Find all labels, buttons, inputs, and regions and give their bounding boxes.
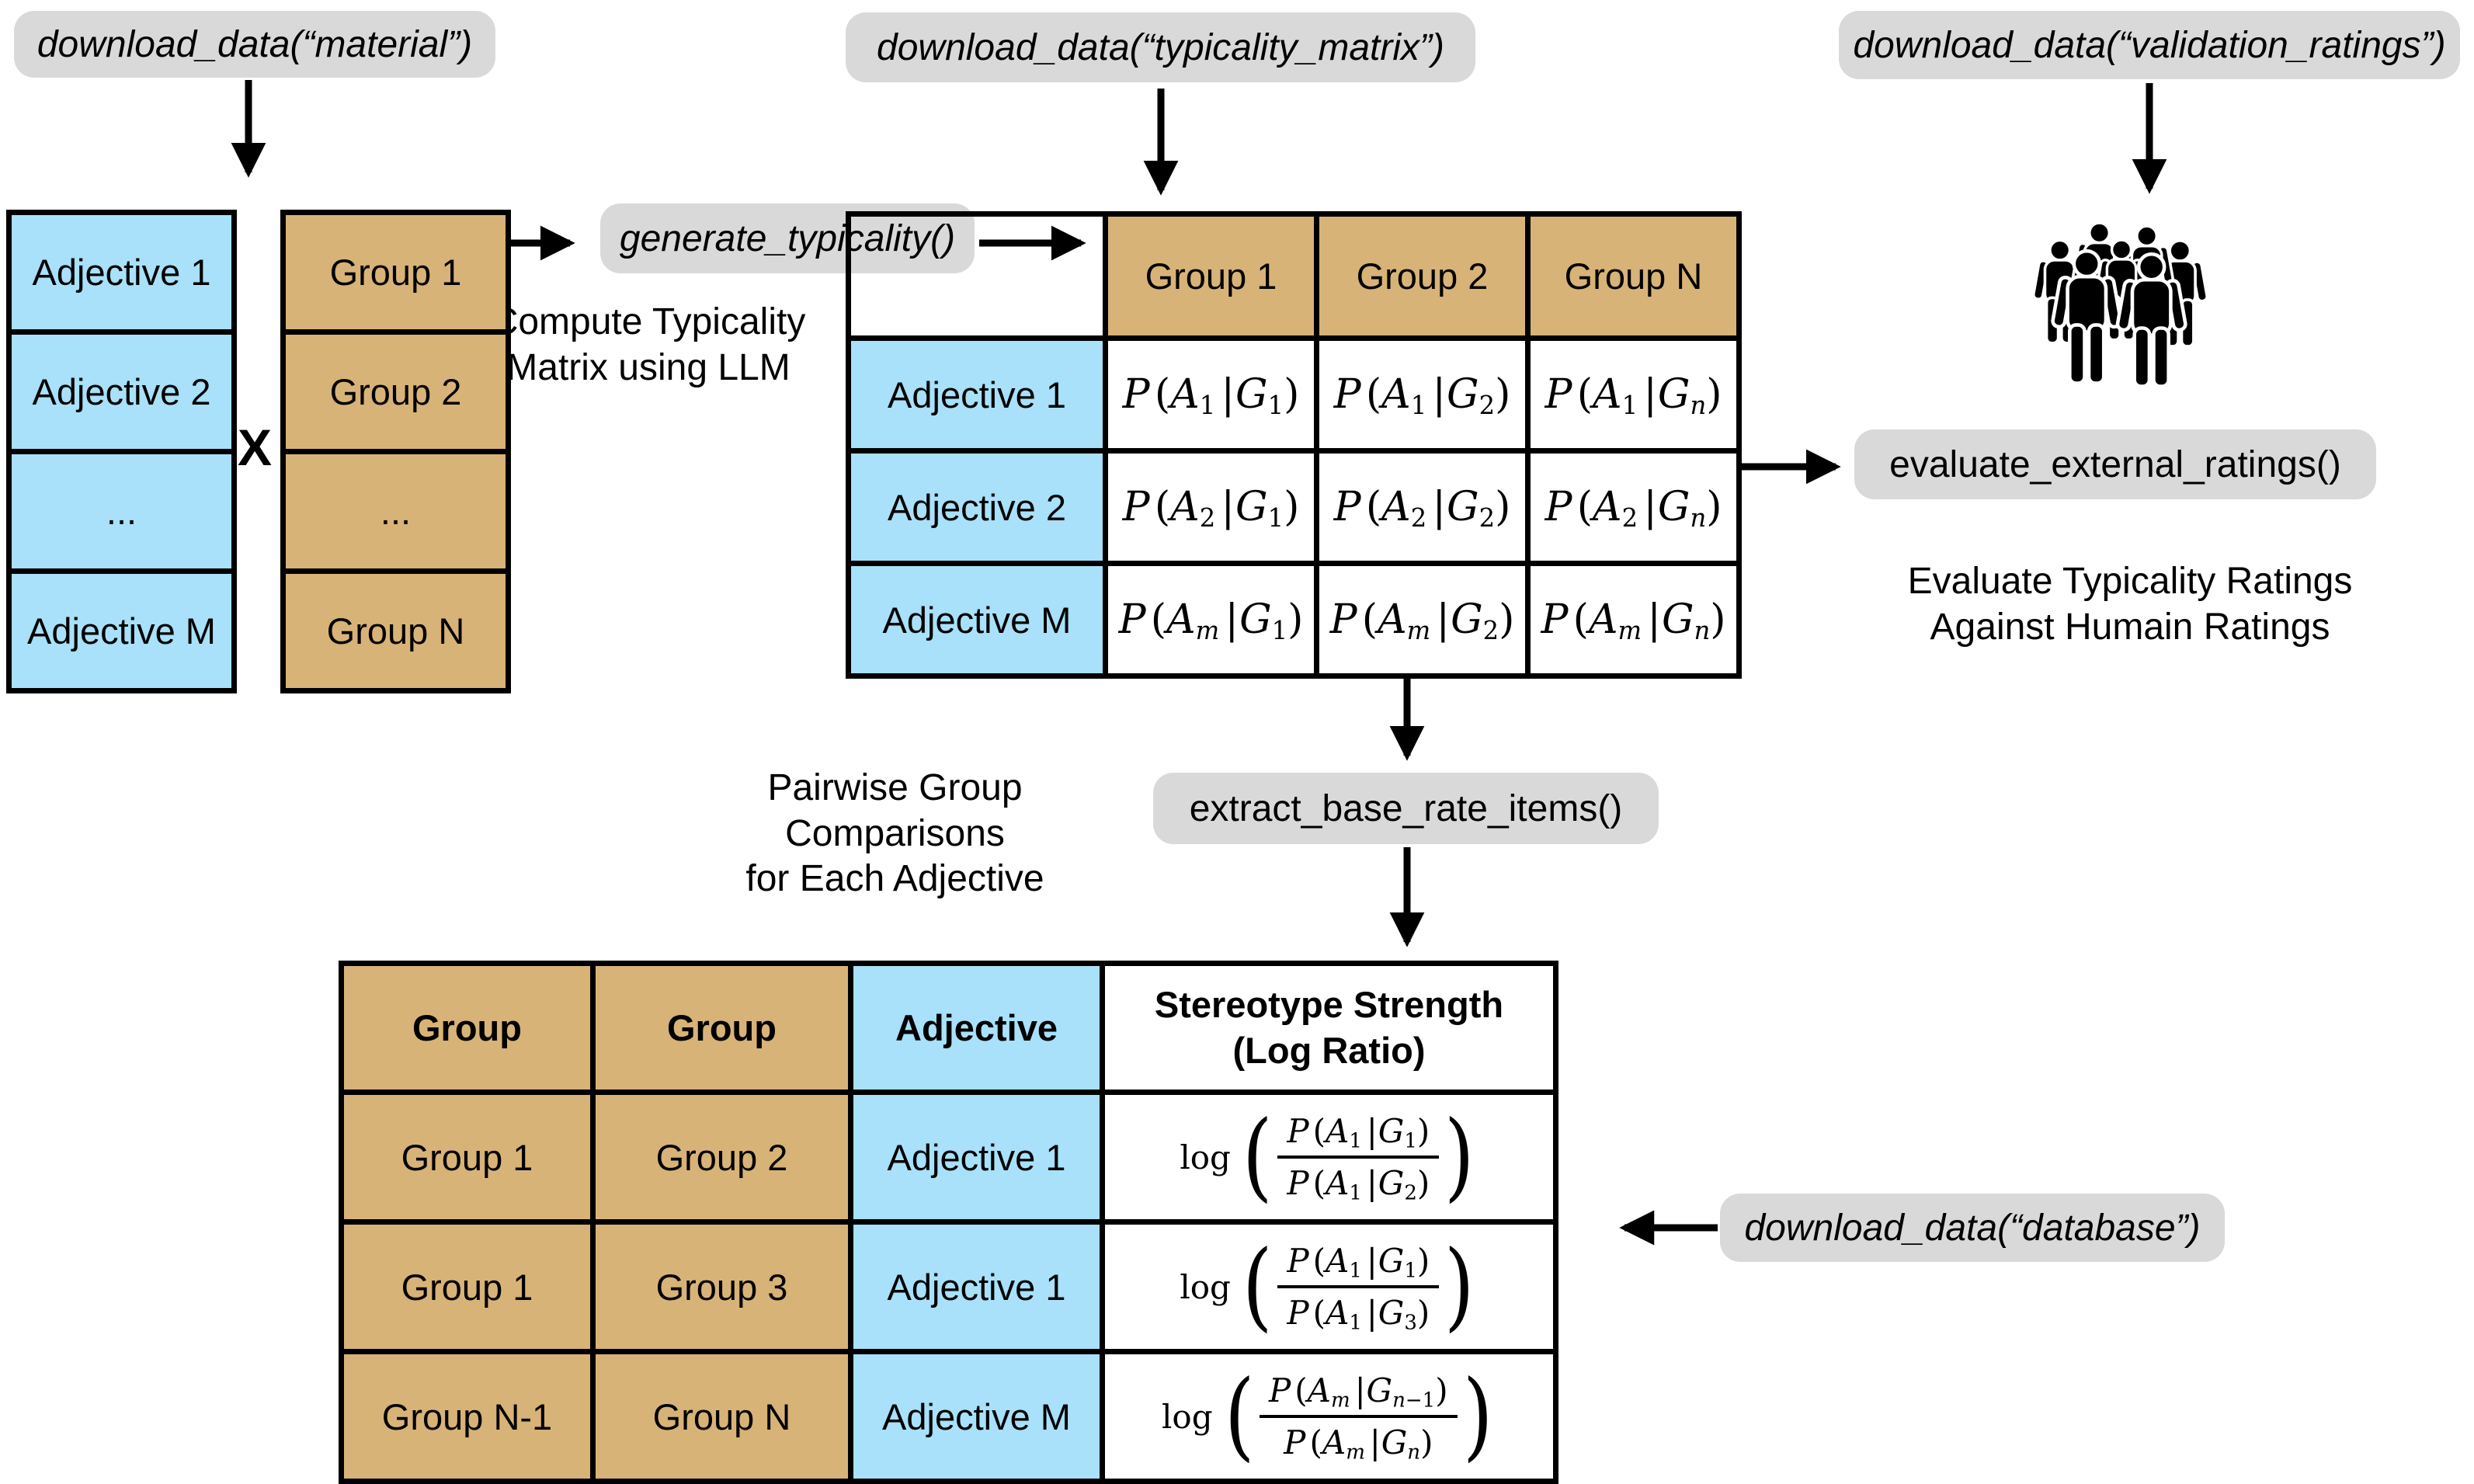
group-list-cell: Group 2 [280, 329, 511, 454]
note-line: Evaluate Typicality Ratings [1907, 561, 2353, 602]
base-cell-group-1: Group 1 [339, 1090, 596, 1225]
evaluate-ratings-note: Evaluate Typicality Ratings Against Huma… [1862, 559, 2398, 650]
adjective-list-cell: Adjective 1 [6, 210, 237, 335]
matrix-probability-cell: P(A2|G1) [1103, 448, 1319, 566]
adjective-list-cell: Adjective 2 [6, 329, 237, 454]
crowd-people-icon [2031, 221, 2209, 388]
note-line: Pairwise Group Comparisons [767, 767, 1023, 854]
matrix-col-header: Group 2 [1314, 211, 1531, 341]
base-cell-adjective: Adjective M [848, 1349, 1105, 1484]
matrix-row-header: Adjective 2 [846, 448, 1108, 566]
base-cell-log-ratio: log(P(A1|G1)P(A1|G2)) [1100, 1090, 1558, 1225]
pairwise-comparisons-note: Pairwise Group Comparisons for Each Adje… [656, 766, 1134, 902]
adjective-list-cell: ... [6, 449, 237, 574]
note-line: Against Humain Ratings [1930, 606, 2330, 648]
pill-download-data-material: download_data(“material”) [14, 11, 495, 78]
pill-download-data-typicality-matrix: download_data(“typicality_matrix”) [846, 12, 1475, 82]
note-line: Compute Typicality [491, 301, 806, 342]
note-line: Matrix using LLM [506, 346, 790, 388]
cartesian-product-x: X [237, 419, 273, 476]
matrix-probability-cell: P(A1|G1) [1103, 335, 1319, 454]
matrix-col-header: Group 1 [1103, 211, 1319, 341]
base-cell-group-2: Group N [590, 1349, 853, 1484]
matrix-probability-cell: P(A2|Gn) [1525, 448, 1742, 566]
pill-evaluate-external-ratings: evaluate_external_ratings() [1854, 429, 2376, 499]
matrix-probability-cell: P(Am|G1) [1103, 561, 1319, 679]
base-header-strength: Stereotype Strength(Log Ratio) [1100, 961, 1558, 1095]
base-cell-adjective: Adjective 1 [848, 1090, 1105, 1225]
base-cell-log-ratio: log(P(Am|Gn−1)P(Am|Gn)) [1100, 1349, 1558, 1484]
base-header-group-2: Group [590, 961, 853, 1095]
base-cell-group-1: Group N-1 [339, 1349, 596, 1484]
note-line: for Each Adjective [745, 858, 1044, 900]
matrix-probability-cell: P(Am|G2) [1314, 561, 1531, 679]
group-list-cell: ... [280, 449, 511, 574]
matrix-corner [846, 211, 1108, 341]
base-cell-group-2: Group 2 [590, 1090, 853, 1225]
matrix-row-header: Adjective 1 [846, 335, 1108, 454]
base-cell-group-1: Group 1 [339, 1219, 596, 1354]
group-list-cell: Group N [280, 568, 511, 693]
pill-extract-base-rate-items: extract_base_rate_items() [1153, 773, 1659, 844]
base-header-group-1: Group [339, 961, 596, 1095]
matrix-probability-cell: P(A1|G2) [1314, 335, 1531, 454]
base-header-adjective: Adjective [848, 961, 1105, 1095]
pill-download-data-validation-ratings: download_data(“validation_ratings”) [1839, 11, 2460, 79]
compute-typicality-note: Compute Typicality Matrix using LLM [439, 300, 858, 391]
matrix-probability-cell: P(A1|Gn) [1525, 335, 1742, 454]
adjective-list-cell: Adjective M [6, 568, 237, 693]
pill-download-data-database: download_data(“database”) [1720, 1194, 2225, 1262]
base-cell-log-ratio: log(P(A1|G1)P(A1|G3)) [1100, 1219, 1558, 1354]
matrix-probability-cell: P(Am|Gn) [1525, 561, 1742, 679]
matrix-col-header: Group N [1525, 211, 1742, 341]
base-cell-adjective: Adjective 1 [848, 1219, 1105, 1354]
base-cell-group-2: Group 3 [590, 1219, 853, 1354]
matrix-row-header: Adjective M [846, 561, 1108, 679]
matrix-probability-cell: P(A2|G2) [1314, 448, 1531, 566]
group-list-cell: Group 1 [280, 210, 511, 335]
